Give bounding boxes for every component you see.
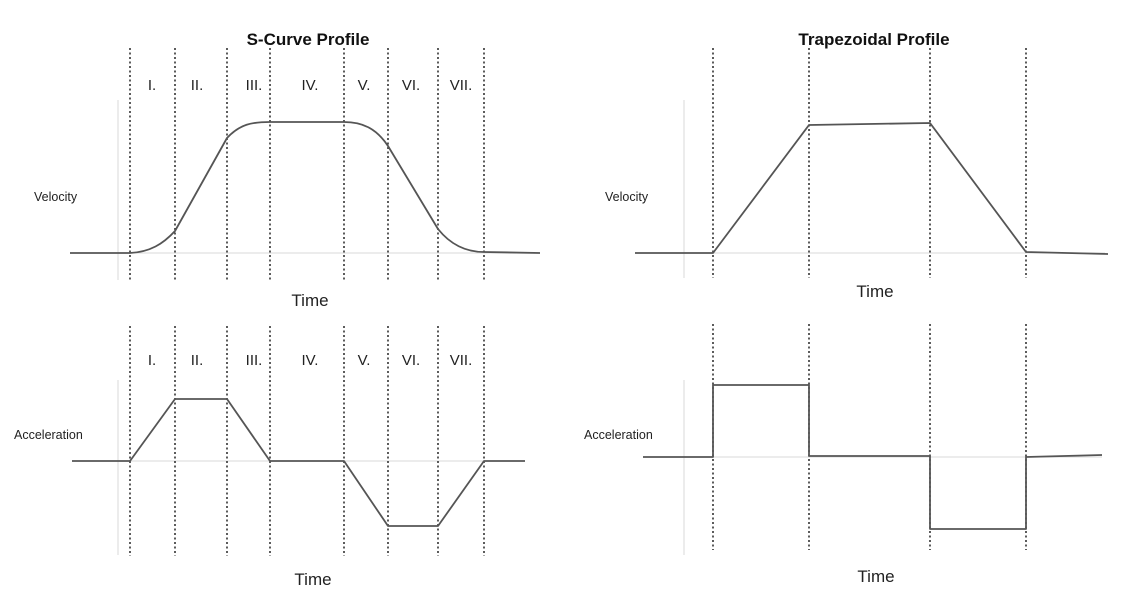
phase-label-3: III. xyxy=(246,77,263,94)
phase-label-7: VII. xyxy=(450,352,473,369)
phase-label-4: IV. xyxy=(302,77,319,94)
trapezoidal-velocity-label: Velocity xyxy=(605,190,649,204)
phase-label-6: VI. xyxy=(402,77,420,94)
trapezoidal-title: Trapezoidal Profile xyxy=(798,30,949,49)
scurve-axes xyxy=(117,100,540,555)
scurve-acceleration-phase-labels: I. II. III. IV. V. VI. VII. xyxy=(148,352,472,369)
scurve-acceleration-time-label: Time xyxy=(294,570,331,589)
trapezoidal-acceleration-time-label: Time xyxy=(857,567,894,586)
phase-label-7: VII. xyxy=(450,77,473,94)
phase-label-5: V. xyxy=(358,77,371,94)
trapezoidal-velocity-time-label: Time xyxy=(856,282,893,301)
phase-label-4: IV. xyxy=(302,352,319,369)
phase-label-1: I. xyxy=(148,352,156,369)
phase-label-5: V. xyxy=(358,352,371,369)
phase-label-1: I. xyxy=(148,77,156,94)
scurve-velocity-phase-dividers xyxy=(129,48,485,282)
scurve-velocity-label: Velocity xyxy=(34,190,78,204)
scurve-acceleration-curve xyxy=(72,398,525,527)
scurve-velocity-phase-labels: I. II. III. IV. V. VI. VII. xyxy=(148,77,472,94)
trapezoidal-panel: Trapezoidal Profile Velocity Acceleratio… xyxy=(584,30,1109,586)
scurve-title: S-Curve Profile xyxy=(247,30,370,49)
phase-label-3: III. xyxy=(246,352,263,369)
trapezoidal-axes xyxy=(683,100,1105,555)
trapezoidal-acceleration-dividers xyxy=(712,324,1027,550)
phase-label-2: II. xyxy=(191,77,204,94)
scurve-panel: S-Curve Profile I. II. III. IV. V. VI. V… xyxy=(14,30,541,589)
scurve-acceleration-label: Acceleration xyxy=(14,428,83,442)
scurve-velocity-curve xyxy=(70,121,541,254)
trapezoidal-acceleration-label: Acceleration xyxy=(584,428,653,442)
phase-label-6: VI. xyxy=(402,352,420,369)
trapezoidal-velocity-dividers xyxy=(712,48,1027,278)
trapezoidal-acceleration-curve xyxy=(643,384,1103,530)
scurve-velocity-time-label: Time xyxy=(291,291,328,310)
phase-label-2: II. xyxy=(191,352,204,369)
trapezoidal-velocity-curve xyxy=(635,122,1109,255)
